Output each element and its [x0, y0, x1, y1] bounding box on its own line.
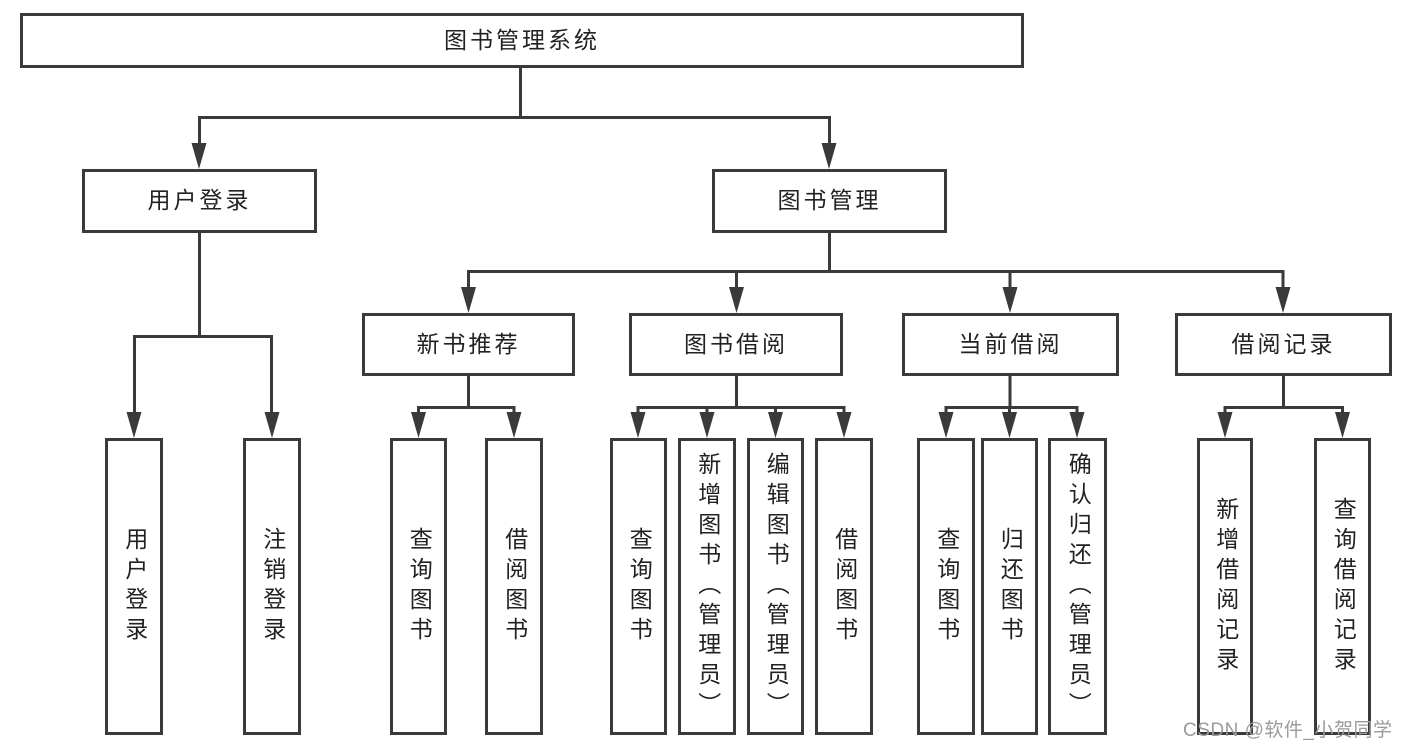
leaf-user-login: 用户登录	[105, 438, 163, 735]
leaf-add-books-admin: 新增图书（管理员）	[678, 438, 736, 735]
connector-lines	[133, 68, 1344, 415]
leaf-confirm-return-admin: 确认归还（管理员）	[1048, 438, 1107, 735]
leaf-query-books: 查询图书	[917, 438, 975, 735]
leaf-query-books: 查询图书	[610, 438, 667, 735]
node-user-login: 用户登录	[82, 169, 317, 233]
leaf-borrow-books: 借阅图书	[815, 438, 873, 735]
leaf-add-borrow-record: 新增借阅记录	[1197, 438, 1253, 735]
node-new-book-recommend: 新书推荐	[362, 313, 575, 376]
node-book-management: 图书管理	[712, 169, 947, 233]
node-current-borrow: 当前借阅	[902, 313, 1119, 376]
leaf-return-books: 归还图书	[981, 438, 1038, 735]
leaf-borrow-books: 借阅图书	[485, 438, 543, 735]
node-library-management-system: 图书管理系统	[20, 13, 1024, 68]
arrow-down-icons	[126, 143, 1350, 438]
leaf-logout: 注销登录	[243, 438, 301, 735]
node-book-borrow: 图书借阅	[629, 313, 843, 376]
leaf-query-books: 查询图书	[390, 438, 447, 735]
csdn-watermark: CSDN @软件_小贺同学	[1183, 720, 1393, 741]
node-borrow-record: 借阅记录	[1175, 313, 1392, 376]
leaf-query-borrow-record: 查询借阅记录	[1314, 438, 1371, 735]
leaf-edit-books-admin: 编辑图书（管理员）	[747, 438, 804, 735]
